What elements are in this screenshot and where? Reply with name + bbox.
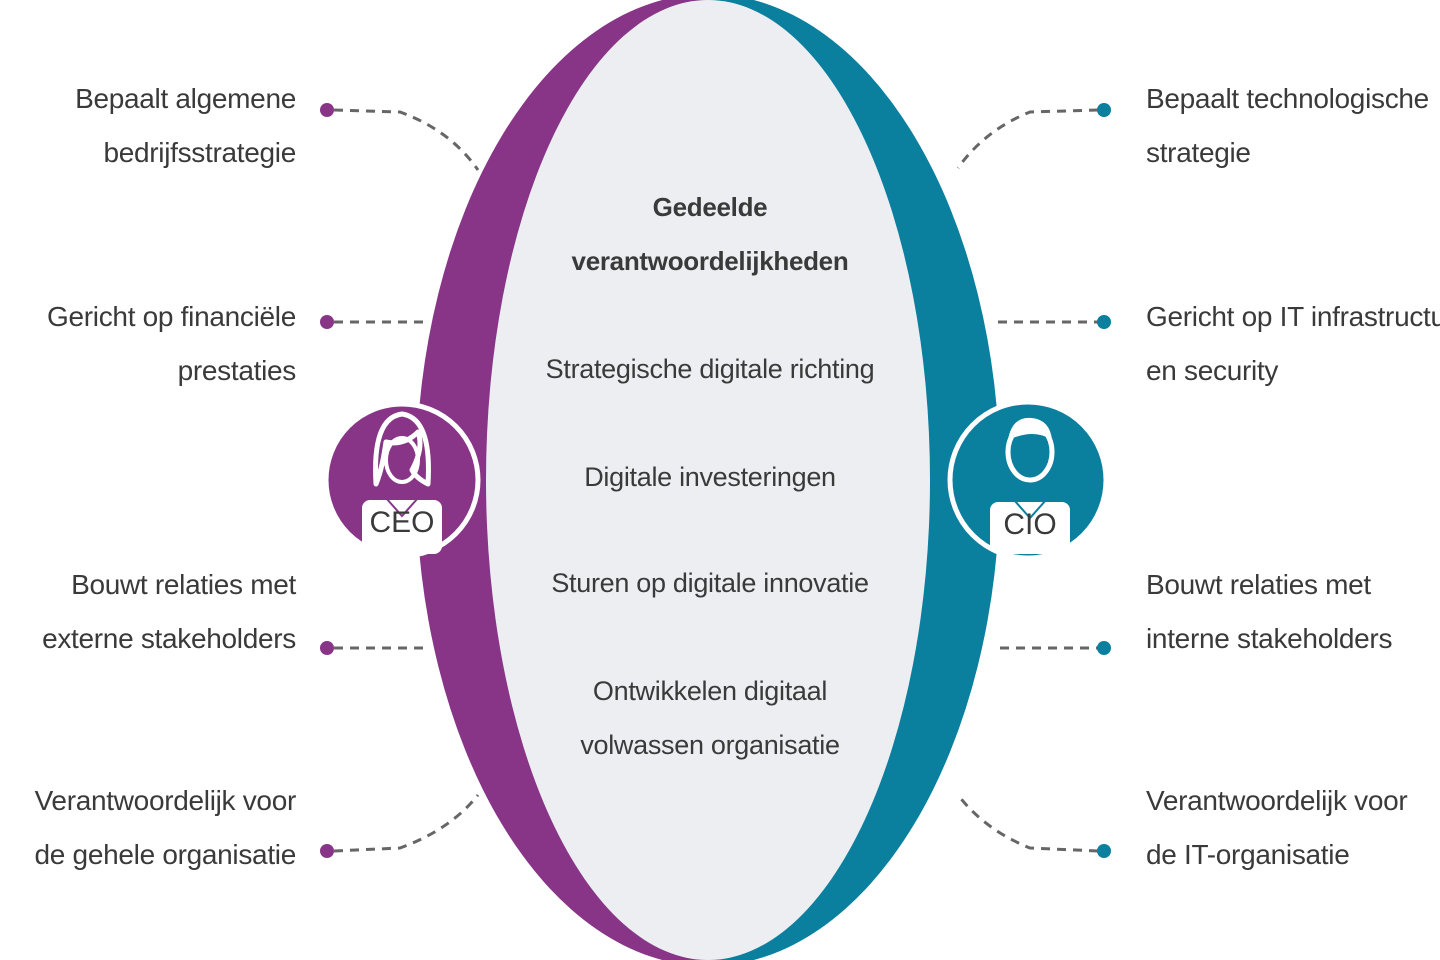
cio-connector-dots	[1097, 103, 1111, 858]
cio-item-4: Verantwoordelijk voor de IT-organisatie	[1146, 774, 1440, 882]
man-user-icon	[990, 417, 1070, 554]
shared-area	[486, 0, 930, 960]
ceo-item-4-line2: de gehele organisatie	[34, 839, 297, 870]
cio-item-3-line2: interne stakeholders	[1146, 623, 1393, 654]
cio-item-1: Bepaalt technologische strategie	[1146, 72, 1440, 180]
ceo-item-3-line2: externe stakeholders	[42, 623, 296, 654]
ceo-connector-dots	[320, 103, 334, 858]
shared-title-line2: verantwoordelijkheden	[571, 246, 849, 276]
shared-title-line1: Gedeelde	[652, 192, 768, 222]
ceo-dot-2	[320, 315, 334, 329]
shared-item-4: Ontwikkelen digitaal volwassen organisat…	[540, 664, 880, 772]
cio-role-label: CIO	[1003, 508, 1057, 541]
cio-item-2-line1: Gericht op IT infrastructuur	[1146, 301, 1440, 332]
ceo-item-3-line1: Bouwt relaties met	[71, 569, 296, 600]
ceo-dot-3	[320, 641, 334, 655]
shared-item-1: Strategische digitale richting	[540, 342, 880, 396]
cio-item-1-line1: Bepaalt technologische	[1146, 83, 1429, 114]
ceo-item-4: Verantwoordelijk voor de gehele organisa…	[0, 774, 297, 882]
ceo-item-2-line1: Gericht op financiële	[47, 301, 296, 332]
cio-item-4-line2: de IT-organisatie	[1146, 839, 1350, 870]
cio-connectors	[956, 108, 1099, 853]
shared-title: Gedeelde verantwoordelijkheden	[540, 180, 880, 288]
cio-dot-3	[1097, 641, 1111, 655]
ceo-item-1-line1: Bepaalt algemene	[75, 83, 296, 114]
shared-item-4-line2: volwassen organisatie	[580, 730, 840, 760]
ceo-item-1-line2: bedrijfsstrategie	[103, 137, 296, 168]
ceo-dot-1	[320, 103, 334, 117]
ceo-item-2-line2: prestaties	[177, 355, 297, 386]
ceo-connectors	[333, 108, 480, 853]
ceo-role-label: CEO	[369, 506, 435, 539]
cio-dot-4	[1097, 844, 1111, 858]
cio-item-3-line1: Bouwt relaties met	[1146, 569, 1371, 600]
shared-item-2: Digitale investeringen	[540, 450, 880, 504]
ceo-item-3: Bouwt relaties met externe stakeholders	[0, 558, 296, 666]
cio-item-1-line2: strategie	[1146, 137, 1251, 168]
shared-item-2-text: Digitale investeringen	[584, 462, 836, 492]
ceo-item-4-line1: Verantwoordelijk voor	[34, 785, 297, 816]
shared-item-4-line1: Ontwikkelen digitaal	[592, 676, 828, 706]
ceo-dot-4	[320, 844, 334, 858]
cio-item-4-line1: Verantwoordelijk voor	[1146, 785, 1408, 816]
cio-item-3: Bouwt relaties met interne stakeholders	[1146, 558, 1440, 666]
cio-item-2-line2: en security	[1146, 355, 1279, 386]
shared-item-3-text: Sturen op digitale innovatie	[551, 568, 869, 598]
shared-item-1-text: Strategische digitale richting	[545, 354, 875, 384]
cio-dot-2	[1097, 315, 1111, 329]
shared-item-3: Sturen op digitale innovatie	[540, 556, 880, 610]
cio-dot-1	[1097, 103, 1111, 117]
ceo-item-1: Bepaalt algemene bedrijfsstrategie	[0, 72, 296, 180]
woman-user-icon	[362, 411, 442, 554]
ceo-item-2: Gericht op financiële prestaties	[0, 290, 296, 398]
cio-item-2: Gericht op IT infrastructuur en security	[1146, 290, 1440, 398]
